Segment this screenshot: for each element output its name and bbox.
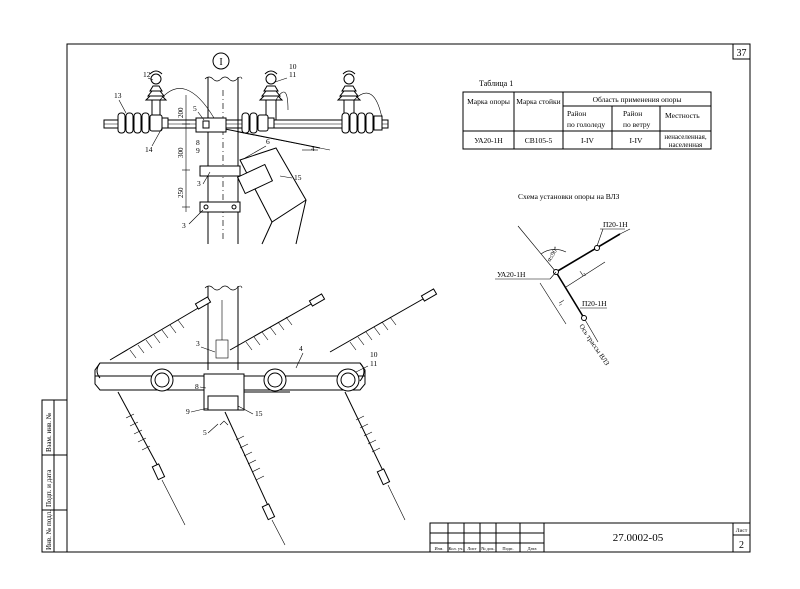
b-callout-9: 9 xyxy=(186,407,190,416)
stamp-data: Дата xyxy=(528,546,537,551)
stamp-ndoc: № док. xyxy=(481,546,494,551)
callout-10: 10 xyxy=(289,62,297,71)
strain-string-left xyxy=(117,112,169,134)
callout-3b: 3 xyxy=(182,221,186,230)
sheet-number: 37 xyxy=(737,48,747,59)
installation-scheme: Схема установки опоры на ВЛЗ П20-1Н П20-… xyxy=(495,192,631,368)
b-callout-4: 4 xyxy=(299,344,303,353)
document-code: 27.0002-05 xyxy=(613,532,664,544)
table-cell-area2: населенная xyxy=(669,141,703,149)
callout-14: 14 xyxy=(145,145,153,154)
callout-9: 9 xyxy=(196,146,200,155)
pin-insulator-right xyxy=(336,70,362,120)
table-group: Область применения опоры xyxy=(593,95,682,104)
scheme-l2: l₂ xyxy=(579,268,587,277)
scheme-ua20: УА20-1Н xyxy=(497,270,526,279)
application-table: Таблица 1 Марка опоры Марка стойки Облас… xyxy=(462,79,712,150)
side-stamp: Инв. № подл. Подп. и дата Взам. инв. № xyxy=(41,399,68,553)
side-stamp-inv: Инв. № подл. xyxy=(45,510,53,550)
stamp-podp: Подп. xyxy=(502,546,513,551)
table-cell-mark: УА20-1Н xyxy=(474,136,503,145)
top-assembly-view: I xyxy=(103,52,389,245)
scheme-axis: Ось трассы ВЛЗ xyxy=(577,323,611,368)
table-sub2b: по ветру xyxy=(623,120,650,129)
dim-250: 250 xyxy=(177,187,185,198)
strain-string-center xyxy=(241,112,275,134)
callout-15: 15 xyxy=(294,173,302,182)
pin-insulator-center xyxy=(258,70,284,120)
table-cell-ice: I-IV xyxy=(581,136,594,145)
section-mark: I xyxy=(219,57,222,68)
table-cell-area1: ненаселенная, xyxy=(664,133,706,141)
scheme-title: Схема установки опоры на ВЛЗ xyxy=(518,192,620,201)
b-callout-10: 10 xyxy=(370,350,378,359)
sheet-frame: 37 xyxy=(66,43,751,553)
table-sub1a: Район xyxy=(567,109,586,118)
stamp-list: Лист xyxy=(467,546,476,551)
strain-string-right xyxy=(341,112,383,134)
b-callout-5: 5 xyxy=(203,428,207,437)
sheet-num: 2 xyxy=(739,540,744,551)
scheme-p20-top: П20-1Н xyxy=(603,220,628,229)
sheet-label: Лист xyxy=(736,528,748,534)
table-col1: Марка опоры xyxy=(467,97,510,106)
bottom-assembly-view: 3 4 10 11 8 9 15 5 xyxy=(94,285,438,546)
table-sub3: Местность xyxy=(665,111,700,120)
table-sub2a: Район xyxy=(623,109,642,118)
side-stamp-replace: Взам. инв. № xyxy=(45,412,53,452)
title-block: Изм. Кол. уч. Лист № док. Подп. Дата 27.… xyxy=(429,522,751,553)
callout-3a: 3 xyxy=(197,179,201,188)
callout-13: 13 xyxy=(114,91,122,100)
upper-strings xyxy=(109,288,438,361)
b-callout-15: 15 xyxy=(255,409,263,418)
inclined-strut xyxy=(236,147,307,245)
table-cell-wind: I-IV xyxy=(630,136,643,145)
scheme-angle: α≤90° xyxy=(546,245,561,263)
table-title: Таблица 1 xyxy=(479,79,513,88)
callout-12: 12 xyxy=(143,70,151,79)
b-callout-3: 3 xyxy=(196,339,200,348)
callout-4: 4 xyxy=(311,144,315,153)
stamp-kol: Кол. уч. xyxy=(448,546,463,551)
callout-11: 11 xyxy=(289,70,296,79)
callout-5: 5 xyxy=(193,104,197,113)
table-cell-post: СВ105-5 xyxy=(525,136,553,145)
table-sub1b: по гололеду xyxy=(567,120,605,129)
scheme-l1: l₁ xyxy=(557,299,566,307)
lower-strings xyxy=(117,391,406,546)
callout-6: 6 xyxy=(266,137,270,146)
table-col2: Марка стойки xyxy=(516,97,560,106)
scheme-p20-bottom: П20-1Н xyxy=(582,299,607,308)
dim-300: 300 xyxy=(177,147,185,158)
callout-8: 8 xyxy=(196,138,200,147)
b-callout-11: 11 xyxy=(370,359,377,368)
side-stamp-sign: Подп. и дата xyxy=(45,469,53,507)
dim-200: 200 xyxy=(177,107,185,118)
stamp-izm: Изм. xyxy=(435,546,444,551)
b-callout-8: 8 xyxy=(195,382,199,391)
